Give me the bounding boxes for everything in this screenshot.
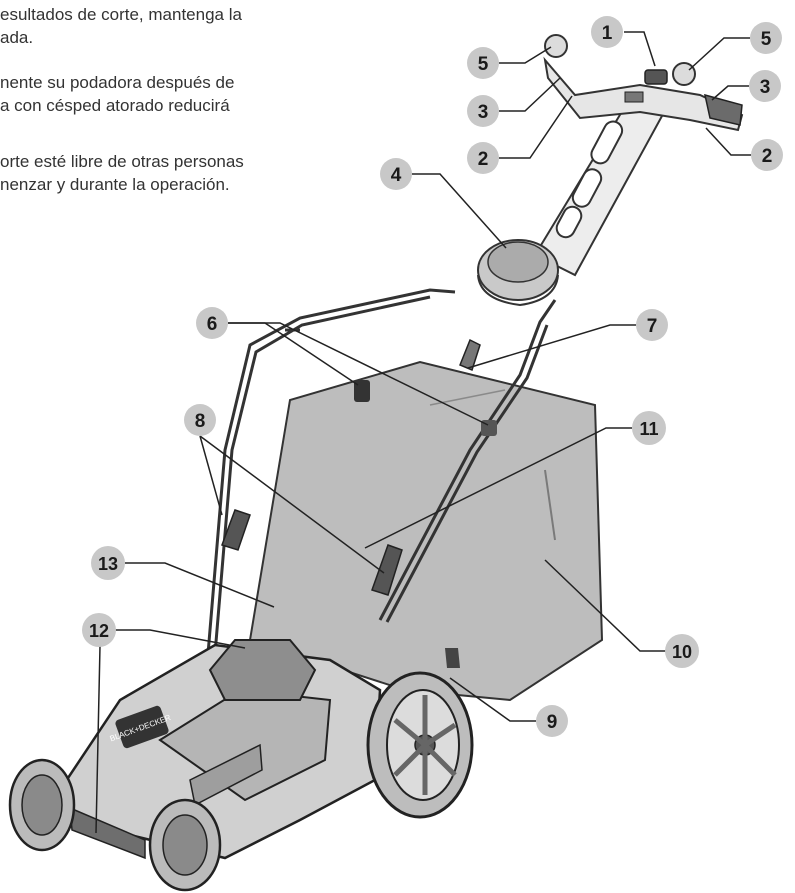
callout-label: 4 (391, 165, 402, 186)
manual-text-line: esultados de corte, mantenga la (0, 5, 242, 24)
callout-2-right: 2 (751, 139, 783, 171)
callouts: 1 2 2 3 3 4 5 5 6 7 8 9 10 11 12 13 (82, 16, 783, 737)
callout-4: 4 (380, 158, 412, 190)
callout-13: 13 (91, 546, 125, 580)
manual-text-line: nente su podadora después de (0, 73, 235, 92)
wheels (8, 671, 474, 892)
callout-label: 9 (547, 712, 558, 733)
upper-handle (533, 93, 670, 277)
lower-handle (203, 288, 557, 691)
callout-label: 3 (478, 102, 489, 123)
manual-text-line: orte esté libre de otras personas (0, 152, 244, 171)
clips (221, 338, 497, 668)
callout-label: 2 (762, 146, 773, 167)
callout-label: 11 (639, 419, 658, 439)
mower-deck: BLACK+DECKER (58, 639, 382, 860)
callout-label: 10 (672, 642, 692, 662)
callout-6: 6 (196, 307, 228, 339)
manual-text-line: a con césped atorado reducirá (0, 96, 230, 115)
callout-label: 7 (647, 316, 658, 337)
callout-5-left: 5 (467, 47, 499, 79)
callout-label: 5 (478, 54, 489, 75)
manual-text-line: ada. (0, 28, 34, 47)
callout-12: 12 (82, 613, 116, 647)
callout-label: 6 (207, 314, 218, 335)
callout-label: 8 (195, 411, 206, 432)
callout-label: 5 (761, 29, 772, 50)
callout-9: 9 (536, 705, 568, 737)
callout-7: 7 (636, 309, 668, 341)
battery-compartment (477, 239, 559, 307)
callout-3-left: 3 (467, 95, 499, 127)
callout-label: 12 (89, 621, 109, 641)
callout-2-left: 2 (467, 142, 499, 174)
callout-label: 2 (478, 149, 489, 170)
handle-top (543, 34, 744, 132)
callout-10: 10 (665, 634, 699, 668)
callout-1: 1 (591, 16, 623, 48)
callout-3-right: 3 (749, 70, 781, 102)
callout-8: 8 (184, 404, 216, 436)
callout-11: 11 (632, 411, 666, 445)
callout-5-right: 5 (750, 22, 782, 54)
callout-label: 13 (98, 554, 118, 574)
callout-label: 1 (602, 23, 613, 44)
manual-text-line: nenzar y durante la operación. (0, 175, 230, 194)
callout-label: 3 (760, 77, 771, 98)
